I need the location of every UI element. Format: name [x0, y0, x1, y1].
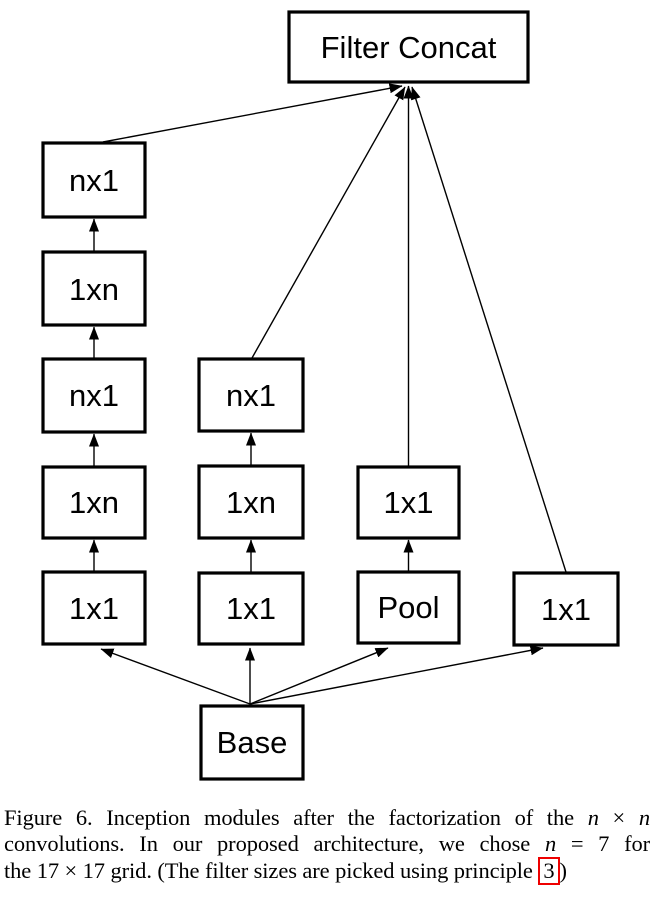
col2-r3-box	[197, 357, 305, 433]
math-n: n	[587, 805, 599, 830]
col2-r5-label: 1x1	[226, 591, 276, 626]
node-col3-1x1: 1x1	[356, 465, 461, 540]
citation-link-3[interactable]: 3	[538, 856, 560, 886]
node-col1-1xn-lower: 1xn	[41, 465, 147, 540]
node-col4-1x1: 1x1	[512, 571, 620, 647]
node-col3-pool: Pool	[356, 570, 461, 645]
col3-r4-label: 1x1	[384, 485, 434, 520]
filter-concat-box	[287, 10, 530, 84]
arrow-col1-to-concat	[102, 83, 403, 143]
node-col1-nx1-mid: nx1	[41, 357, 147, 434]
node-col1-1x1: 1x1	[41, 570, 147, 646]
node-col1-1xn-upper: 1xn	[41, 250, 147, 327]
caption-text: Figure 6. Inception modules after the fa…	[4, 805, 588, 830]
caption-text: convolutions. In our proposed architectu…	[4, 831, 545, 857]
col1-r1-box	[41, 141, 147, 219]
col4-r5-label: 1x1	[541, 592, 591, 627]
col3-r4-box	[356, 465, 461, 540]
col1-r4-label: 1xn	[69, 485, 119, 520]
figure-caption: Figure 6. Inception modules after the fa…	[4, 805, 650, 886]
col2-r4-label: 1xn	[226, 485, 276, 520]
col1-r5-box	[41, 570, 147, 646]
col1-r1-label: nx1	[69, 163, 119, 198]
arrow-col4-to-concat	[411, 86, 567, 573]
caption-line-1: Figure 6. Inception modules after the fa…	[4, 805, 650, 831]
caption-line-2: convolutions. In our proposed architectu…	[4, 831, 650, 857]
node-col2-1x1: 1x1	[197, 571, 305, 646]
filter-concat-label: Filter Concat	[321, 30, 497, 65]
col1-r5-label: 1x1	[69, 591, 119, 626]
arrow-base-to-col1	[100, 648, 251, 705]
col2-r5-box	[197, 571, 305, 646]
col2-r4-box	[197, 464, 305, 540]
caption-text: = 7 for	[556, 831, 651, 857]
times-symbol: ×	[598, 805, 639, 830]
caption-line-3: the 17 × 17 grid. (The filter sizes are …	[4, 856, 650, 886]
base-box	[199, 704, 305, 781]
arrow-base-to-pool	[249, 647, 389, 705]
node-filter-concat: Filter Concat	[287, 10, 530, 84]
col1-r3-label: nx1	[69, 378, 119, 413]
base-label: Base	[217, 725, 288, 760]
caption-text: the 17 × 17 grid. (The filter sizes are …	[4, 857, 539, 883]
col1-r4-box	[41, 465, 147, 540]
node-col2-nx1: nx1	[197, 357, 305, 433]
caption-text: )	[559, 857, 568, 883]
col1-r3-box	[41, 357, 147, 434]
col2-r3-label: nx1	[226, 378, 276, 413]
node-col1-nx1-top: nx1	[41, 141, 147, 219]
math-n: n	[544, 831, 557, 857]
pool-box	[356, 570, 461, 645]
pool-label: Pool	[377, 590, 439, 625]
col1-r2-box	[41, 250, 147, 327]
arrow-col2-to-concat	[251, 86, 406, 359]
col1-r2-label: 1xn	[69, 272, 119, 307]
node-base: Base	[199, 704, 305, 781]
arrow-base-to-col4	[249, 645, 544, 705]
col4-r5-box	[512, 571, 620, 647]
inception-module-diagram: Filter Concat nx1 1xn nx1 1xn 1x1 nx1	[41, 10, 620, 781]
node-col2-1xn: 1xn	[197, 464, 305, 540]
math-n: n	[638, 805, 650, 830]
